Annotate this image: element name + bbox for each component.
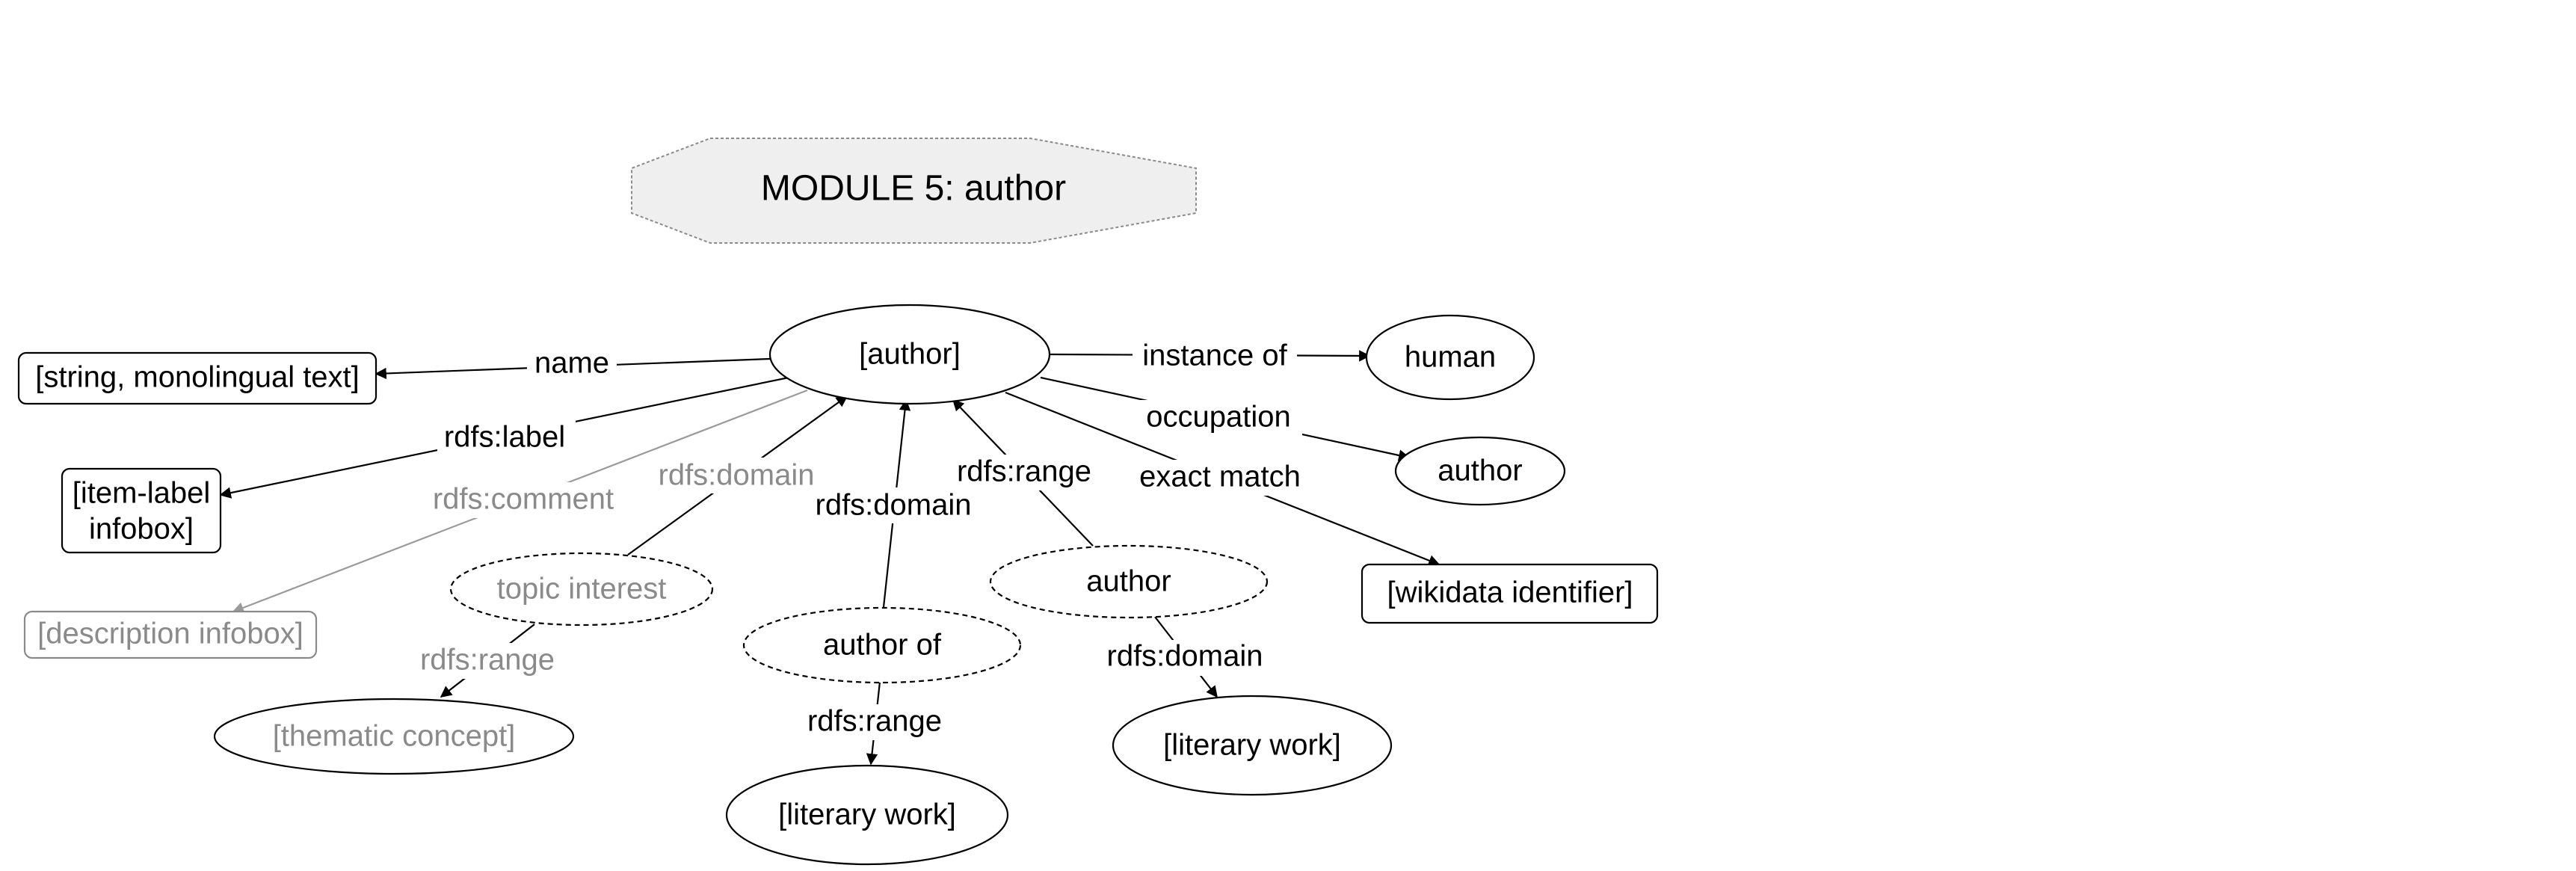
edge-range-topic: rdfs:range	[413, 624, 562, 698]
edge-exact-match: exact match	[1005, 391, 1440, 567]
edge-rdfs-label: rdfs:label	[219, 376, 789, 499]
edge-label-rdfs-label: rdfs:label	[444, 421, 565, 454]
edge-domain-author-of: rdfs:domain	[807, 398, 979, 608]
edge-range-author-of: rdfs:range	[801, 681, 951, 766]
svg-text:[literary work]: [literary work]	[1163, 729, 1341, 762]
node-description-infobox: [description infobox]	[23, 610, 318, 659]
node-author-of: author of	[742, 606, 1022, 684]
edge-domain-author: rdfs:domain	[1099, 616, 1271, 698]
edge-label-rdfs-comment: rdfs:comment	[433, 483, 614, 516]
edge-label-range-author-of: rdfs:range	[807, 705, 942, 738]
edge-label-range-topic: rdfs:range	[420, 644, 555, 677]
edge-range-author: rdfs:range	[949, 398, 1099, 547]
node-wikidata-identifier: [wikidata identifier]	[1361, 563, 1659, 624]
edge-label-instance-of: instance of	[1142, 339, 1287, 372]
node-author-occupation: author	[1394, 436, 1566, 506]
svg-text:author of: author of	[823, 629, 942, 662]
svg-text:[string, monolingual text]: [string, monolingual text]	[35, 361, 360, 394]
edge-label-name: name	[534, 347, 609, 380]
node-author-main: [author]	[768, 304, 1051, 405]
node-literary-work-2: [literary work]	[1112, 695, 1393, 796]
svg-text:topic interest: topic interest	[497, 573, 667, 606]
node-string-monolingual-text: [string, monolingual text]	[17, 351, 378, 405]
svg-text:[literary work]: [literary work]	[778, 798, 956, 831]
edge-label-domain-author-of: rdfs:domain	[816, 489, 972, 522]
node-human: human	[1365, 314, 1535, 401]
edge-label-range-author: rdfs:range	[957, 455, 1091, 488]
edge-name: name	[375, 345, 771, 381]
edge-label-occupation: occupation	[1146, 401, 1290, 434]
edge-instance-of: instance of	[1050, 338, 1371, 374]
svg-text:[wikidata identifier]: [wikidata identifier]	[1387, 576, 1633, 609]
svg-text:human: human	[1405, 341, 1496, 374]
edge-domain-topic: rdfs:domain	[627, 396, 848, 555]
node-item-label-infobox: [item-label infobox]	[61, 467, 222, 554]
edge-label-exact-match: exact match	[1139, 461, 1301, 493]
svg-text:[author]: [author]	[859, 338, 961, 371]
svg-text:[thematic concept]: [thematic concept]	[273, 720, 516, 753]
svg-text:author: author	[1086, 565, 1171, 598]
svg-text:[item-label: [item-label	[73, 477, 211, 510]
edge-label-domain-topic: rdfs:domain	[659, 459, 815, 492]
edge-rdfs-comment: rdfs:comment	[232, 389, 808, 614]
node-literary-work-1: [literary work]	[725, 764, 1009, 866]
module-header: MODULE 5: author	[631, 138, 1197, 244]
edge-occupation: occupation	[1040, 376, 1411, 461]
node-author-property: author	[989, 544, 1269, 619]
svg-text:[description infobox]: [description infobox]	[37, 618, 303, 650]
edge-label-domain-author: rdfs:domain	[1107, 640, 1263, 673]
node-thematic-concept: [thematic concept]	[213, 698, 575, 775]
module-title: MODULE 5: author	[761, 169, 1066, 209]
svg-text:infobox]: infobox]	[89, 513, 194, 546]
svg-text:author: author	[1438, 455, 1522, 487]
node-topic-interest: topic interest	[449, 552, 714, 627]
